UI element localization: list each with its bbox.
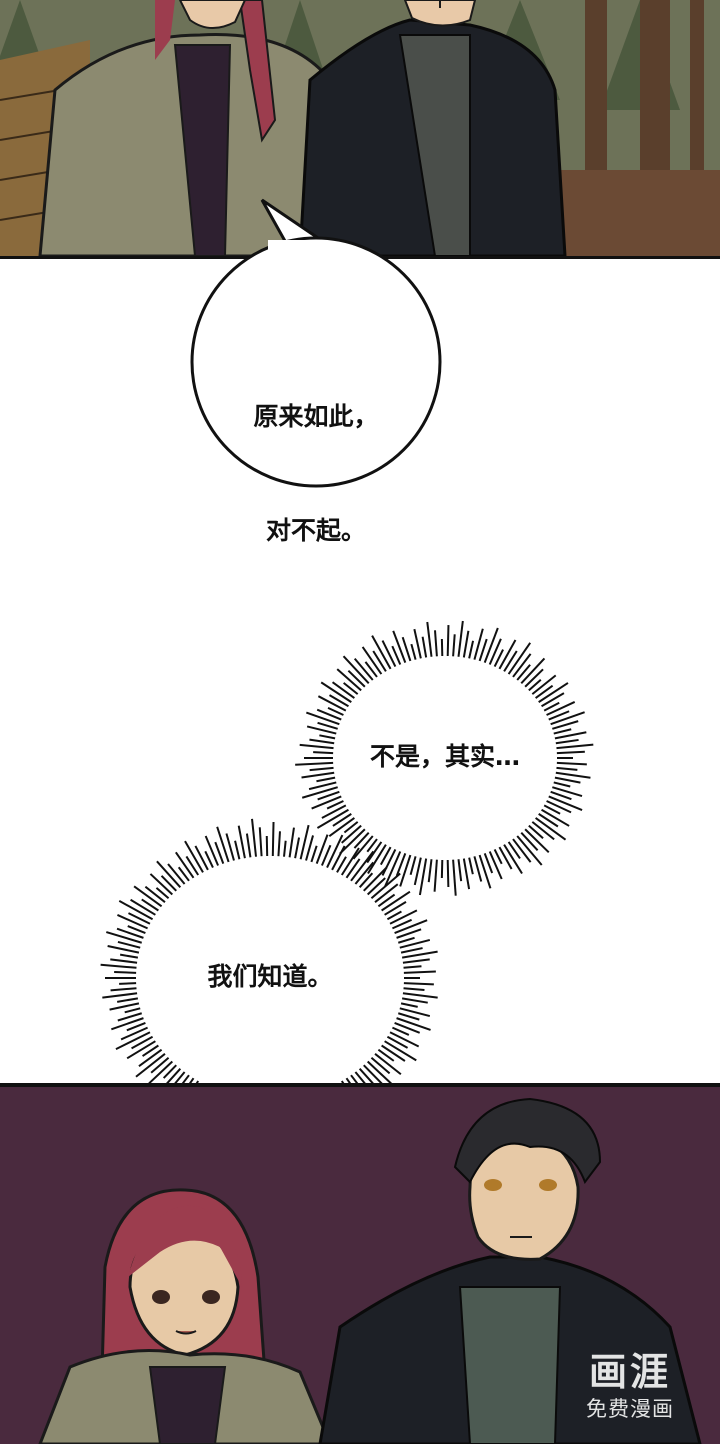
watermark-brand: 画涯: [560, 1350, 700, 1394]
spiky-bubble-text: 我们知道。: [170, 958, 370, 996]
watermark-tagline: 免费漫画: [560, 1394, 700, 1424]
bottom-comic-panel: 画涯 免费漫画: [0, 1083, 720, 1444]
watermark: 画涯 免费漫画: [560, 1350, 700, 1424]
